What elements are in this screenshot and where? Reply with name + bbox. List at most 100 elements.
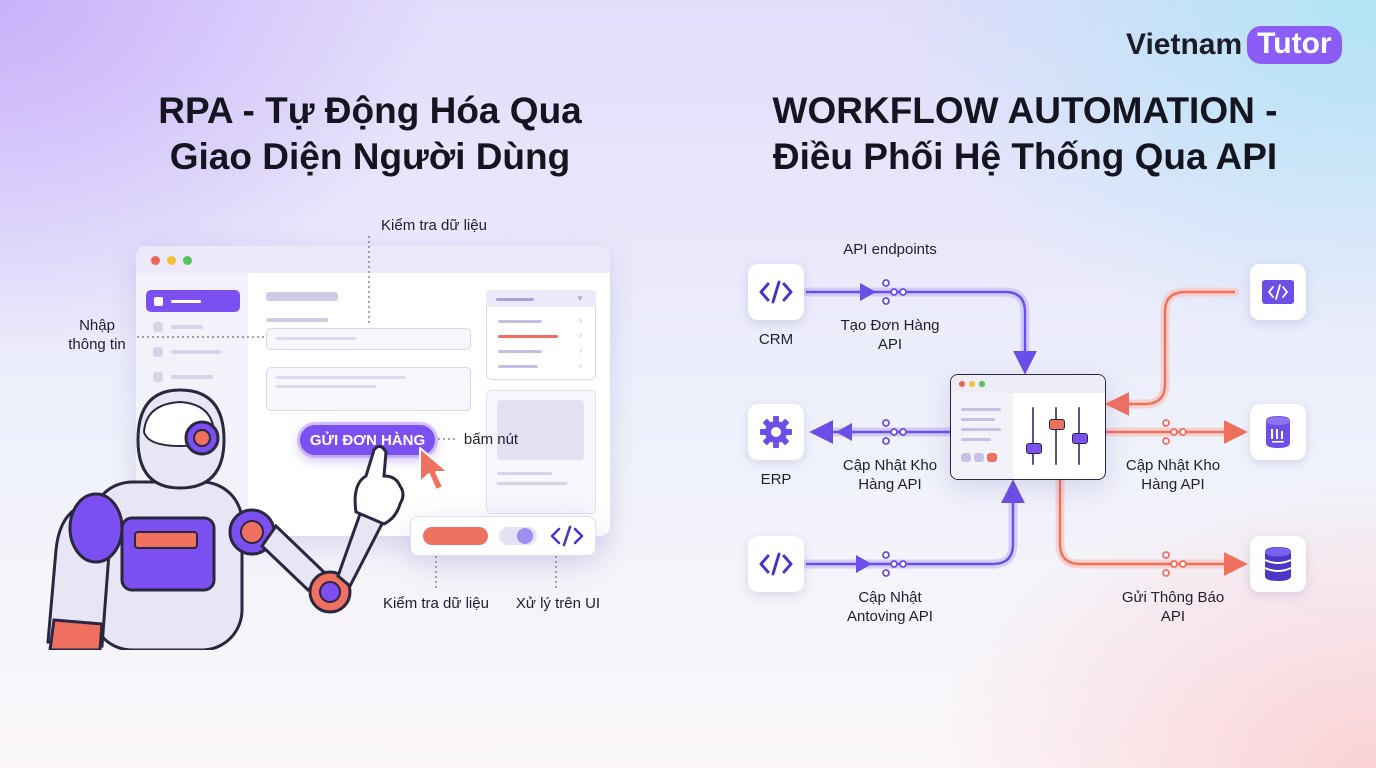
left-title-line-2: Giao Diện Người Dùng xyxy=(169,136,571,177)
slider-handle[interactable] xyxy=(1072,433,1088,444)
panel-close-dot xyxy=(959,381,965,387)
crm-node[interactable] xyxy=(748,264,804,320)
erp-label: ERP xyxy=(760,471,792,488)
send-notification-line-1: Gửi Thông Báo xyxy=(1121,589,1225,606)
label-process-ui: Xử lý trên UI xyxy=(515,595,601,612)
dropdown-option[interactable] xyxy=(498,365,538,368)
window-titlebar xyxy=(136,246,610,273)
panel-chip xyxy=(974,453,984,462)
preview-line xyxy=(497,482,567,485)
sidebar-item[interactable] xyxy=(171,350,221,354)
update-stock-left-line-1: Cập Nhật Kho xyxy=(842,457,938,474)
chevron-right-icon: › xyxy=(579,315,582,325)
form-input-field[interactable] xyxy=(266,328,471,350)
dropdown-header-text xyxy=(496,298,534,301)
panel-titlebar xyxy=(951,375,1105,393)
sidebar-active-label xyxy=(171,300,201,303)
database-icon xyxy=(1264,547,1292,581)
label-update-stock-left: Cập Nhật Kho Hàng API xyxy=(826,456,954,494)
update-stock-right-line-1: Cập Nhật Kho xyxy=(1125,457,1221,474)
form-textarea[interactable] xyxy=(266,367,471,411)
output-code-node[interactable] xyxy=(1250,264,1306,320)
dropdown-option[interactable] xyxy=(498,320,542,323)
label-update-antoving: Cập Nhật Antoving API xyxy=(826,588,954,626)
field-label xyxy=(266,318,328,322)
label-create-order-api: Tạo Đơn Hàng API xyxy=(826,316,954,354)
label-update-stock-right: Cập Nhật Kho Hàng API xyxy=(1108,456,1238,494)
chevron-right-icon: › xyxy=(579,360,582,370)
erp-node[interactable] xyxy=(748,404,804,460)
textarea-line xyxy=(276,385,376,388)
send-order-button[interactable]: GỬI ĐƠN HÀNG xyxy=(300,425,435,455)
panel-line xyxy=(961,418,995,421)
panel-line xyxy=(961,438,991,441)
dropdown-option-selected[interactable] xyxy=(498,335,558,338)
panel-chip-active xyxy=(987,453,997,462)
label-input-info-line-1: Nhập xyxy=(79,317,115,334)
chevron-right-icon: › xyxy=(579,330,582,340)
chevron-right-icon: › xyxy=(579,345,582,355)
code-icon xyxy=(550,525,584,547)
sidebar-item-icon[interactable] xyxy=(153,347,163,357)
play-arrow-icon xyxy=(856,555,872,573)
slider-track xyxy=(1032,407,1034,465)
slider-handle[interactable] xyxy=(1049,419,1065,430)
input-placeholder xyxy=(276,337,356,340)
textarea-line xyxy=(276,376,406,379)
brand-logo: Vietnam Tutor xyxy=(1126,26,1342,64)
right-title-line-1: WORKFLOW AUTOMATION - xyxy=(772,90,1278,131)
panel-minimize-dot xyxy=(969,381,975,387)
label-send-notification: Gửi Thông Báo API xyxy=(1108,588,1238,626)
window-maximize-dot[interactable] xyxy=(183,256,192,265)
dropdown-option[interactable] xyxy=(498,350,542,353)
update-antoving-line-2: Antoving API xyxy=(847,608,933,625)
label-input-info: Nhập thông tin xyxy=(58,316,136,354)
output-db-chip-node[interactable] xyxy=(1250,404,1306,460)
window-minimize-dot[interactable] xyxy=(167,256,176,265)
sidebar-item[interactable] xyxy=(171,325,203,329)
window-close-dot[interactable] xyxy=(151,256,160,265)
update-antoving-line-1: Cập Nhật xyxy=(858,589,922,606)
slider-track xyxy=(1055,407,1057,465)
brand-pill: Tutor xyxy=(1247,26,1342,64)
right-title-line-2: Điều Phối Hệ Thống Qua API xyxy=(772,136,1278,177)
left-title: RPA - Tự Động Hóa Qua Giao Diện Người Dù… xyxy=(130,88,610,180)
left-title-line-1: RPA - Tự Động Hóa Qua xyxy=(158,90,582,131)
update-stock-right-line-2: Hàng API xyxy=(1141,476,1205,493)
label-check-data-top: Kiểm tra dữ liệu xyxy=(381,217,487,234)
gear-icon xyxy=(760,416,792,448)
orchestrator-panel[interactable] xyxy=(950,374,1106,480)
robot-illustration xyxy=(46,388,405,650)
brand-word: Vietnam xyxy=(1126,28,1243,61)
label-input-info-line-2: thông tin xyxy=(68,336,126,353)
panel-line xyxy=(961,408,1001,411)
crm-label: CRM xyxy=(758,331,794,348)
label-check-data-bottom: Kiểm tra dữ liệu xyxy=(383,595,489,612)
label-click-button: bấm nút xyxy=(463,431,519,448)
toggle-knob[interactable] xyxy=(517,528,533,544)
database-chip-icon xyxy=(1266,416,1290,448)
panel-maximize-dot xyxy=(979,381,985,387)
dropdown-header[interactable] xyxy=(486,290,596,307)
source-node-3[interactable] xyxy=(748,536,804,592)
preview-image xyxy=(497,400,584,460)
play-arrow-icon xyxy=(836,423,852,441)
label-api-endpoints: API endpoints xyxy=(843,241,937,258)
mouse-cursor-icon xyxy=(419,447,449,491)
rpa-callout-lines xyxy=(137,236,557,590)
sidebar-item[interactable] xyxy=(171,375,213,379)
play-arrow-icon xyxy=(860,283,876,301)
create-order-line-2: API xyxy=(877,336,903,353)
chevron-down-icon: ▼ xyxy=(576,294,584,303)
form-heading xyxy=(266,292,338,301)
right-title: WORKFLOW AUTOMATION - Điều Phối Hệ Thống… xyxy=(740,88,1310,180)
sidebar-item-icon[interactable] xyxy=(153,322,163,332)
send-notification-line-2: API xyxy=(1160,608,1186,625)
sidebar-item-icon[interactable] xyxy=(153,372,163,382)
create-order-line-1: Tạo Đơn Hàng xyxy=(840,317,940,334)
output-db-node[interactable] xyxy=(1250,536,1306,592)
slider-handle[interactable] xyxy=(1026,443,1042,454)
update-stock-left-line-2: Hàng API xyxy=(858,476,922,493)
panel-chip xyxy=(961,453,971,462)
